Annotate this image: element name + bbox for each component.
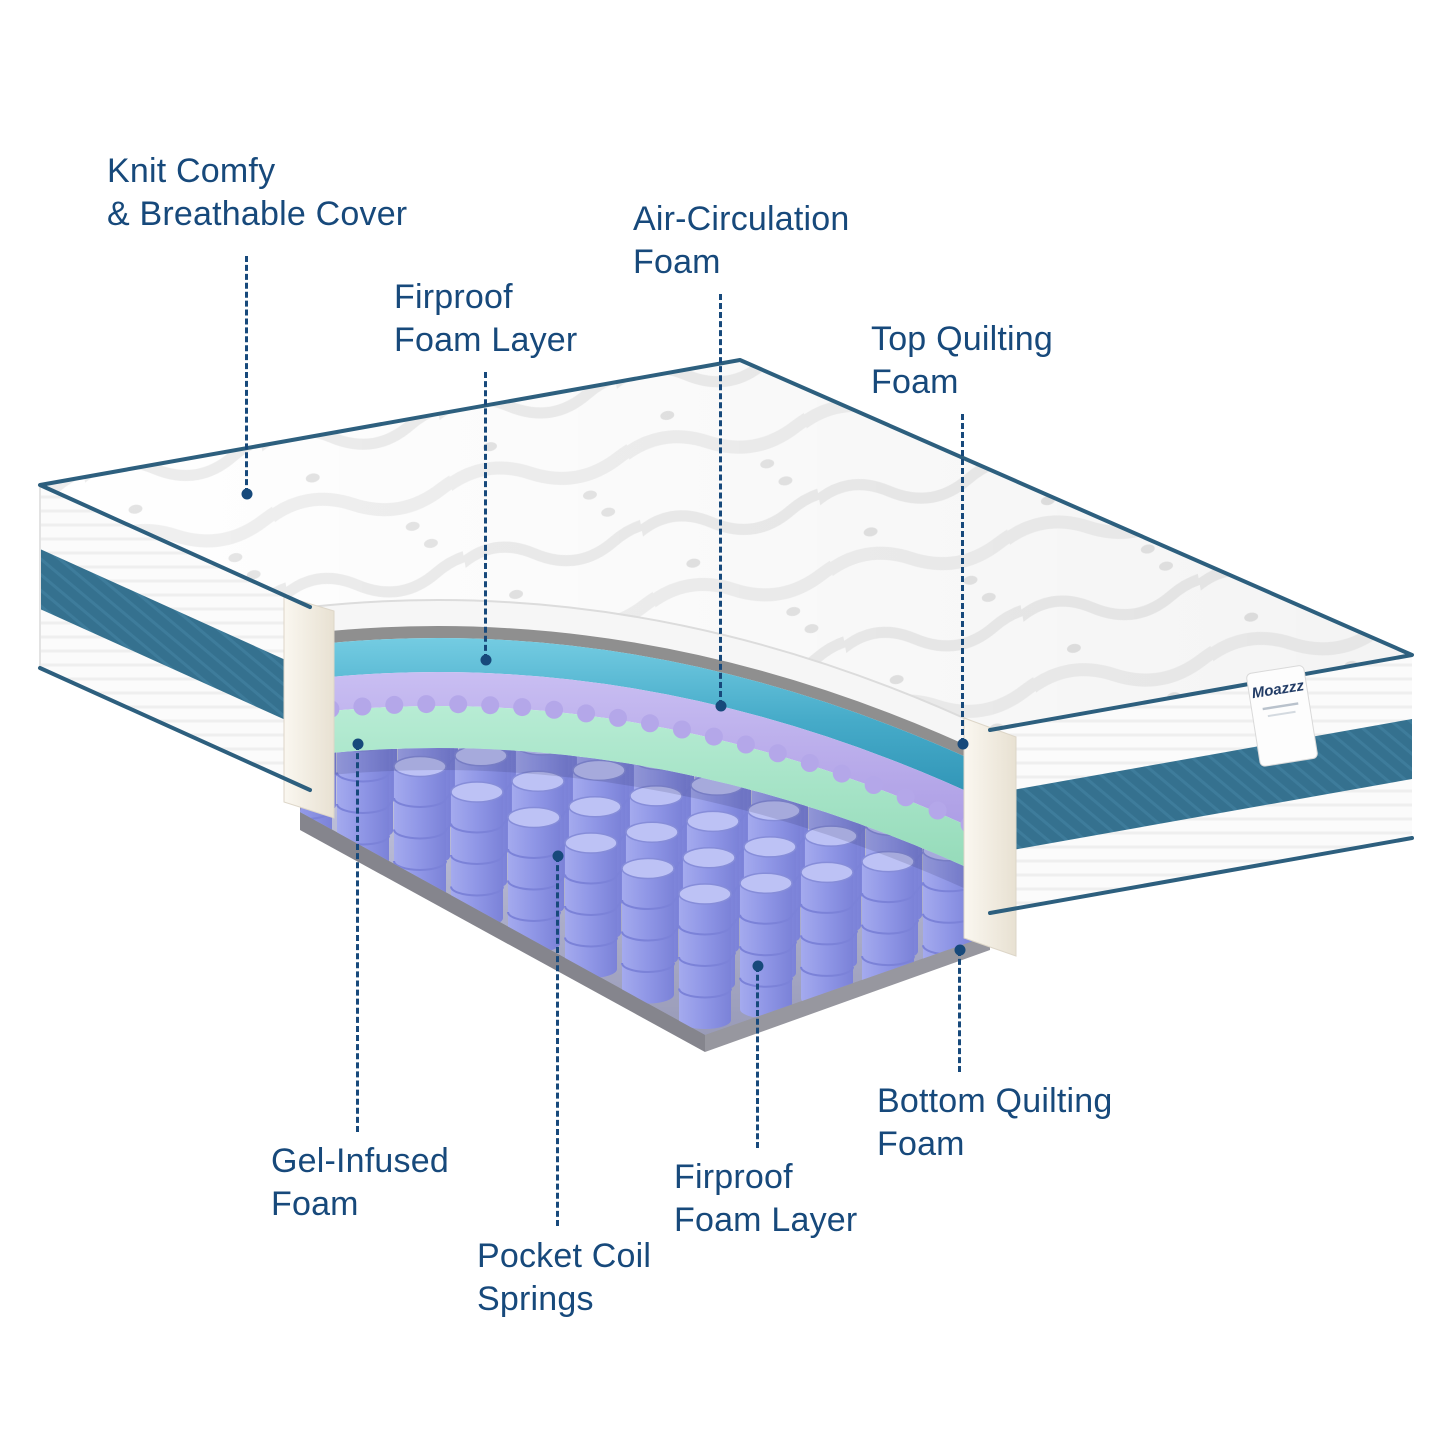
- leader-dot-air-circulation-foam: [715, 700, 727, 712]
- pocket-coil: [507, 806, 561, 953]
- fireproof-foam-band: [310, 638, 990, 802]
- pocket-coil: [621, 857, 675, 1004]
- label-text-line: Firproof: [394, 278, 513, 316]
- mattress-side-left: [40, 485, 310, 790]
- foam-overhang-shadow: [310, 748, 990, 900]
- label-text-line: Air-Circulation: [633, 200, 850, 238]
- foam-underside-edge: [310, 626, 990, 768]
- label-text-line: Pocket Coil: [477, 1237, 652, 1275]
- leader-dot-fireproof-foam-top: [480, 654, 492, 666]
- cut-foam-pillar-left: [283, 595, 335, 819]
- mattress-top-cover: [40, 360, 1412, 730]
- brand-tag: Moazzz: [1246, 665, 1318, 767]
- convoluted-foam-bumps: [321, 695, 979, 834]
- pocket-coil: [450, 781, 504, 927]
- leader-line-bottom-quilting-foam: [958, 950, 961, 1072]
- leader-dot-pocket-coil-springs: [552, 850, 564, 862]
- label-top-quilting-foam: Top Quilting Foam: [871, 318, 1053, 404]
- label-fireproof-foam-top: Firproof Foam Layer: [394, 276, 577, 362]
- top-quilting-foam-band: [310, 600, 990, 756]
- label-text-line: Foam Layer: [394, 321, 578, 359]
- label-text-line: Foam: [271, 1185, 359, 1223]
- cut-face-layers: [309, 599, 991, 878]
- label-text-line: Gel-Infused: [271, 1142, 449, 1180]
- pocket-coil: [393, 755, 447, 902]
- label-text-line: Foam: [633, 243, 721, 281]
- air-circulation-foam-band: [310, 672, 990, 836]
- pocket-coil: [678, 883, 732, 1029]
- label-gel-infused-foam: Gel-Infused Foam: [271, 1140, 449, 1226]
- leader-line-top-quilting-foam: [961, 414, 964, 744]
- label-text-line: Foam: [871, 363, 959, 401]
- label-text-line: Springs: [477, 1280, 594, 1318]
- label-air-circulation-foam: Air-Circulation Foam: [633, 198, 850, 284]
- pocket-coil: [739, 872, 793, 1019]
- label-text-line: Top Quilting: [871, 320, 1053, 358]
- leader-dot-bottom-quilting-foam: [954, 944, 966, 956]
- leader-dot-knit-cover: [241, 488, 253, 500]
- leader-line-air-circulation-foam: [719, 294, 722, 706]
- cut-edge-seam: [309, 599, 991, 731]
- leader-dot-top-quilting-foam: [957, 738, 969, 750]
- cut-foam-pillar-right: [963, 717, 1017, 957]
- pocket-coil: [861, 850, 915, 997]
- label-fireproof-foam-bottom: Firproof Foam Layer: [674, 1156, 857, 1242]
- side-band-left: [40, 549, 310, 731]
- leader-line-gel-infused-foam: [356, 744, 359, 1132]
- leader-line-pocket-coil-springs: [556, 856, 559, 1226]
- pocket-coil: [800, 861, 854, 1008]
- label-bottom-quilting-foam: Bottom Quilting Foam: [877, 1080, 1112, 1166]
- leader-dot-fireproof-foam-bottom: [752, 960, 764, 972]
- pocket-coil: [564, 832, 618, 978]
- label-text-line: Firproof: [674, 1158, 793, 1196]
- leader-dot-gel-infused-foam: [352, 738, 364, 750]
- label-text-line: Knit Comfy: [107, 152, 276, 190]
- label-text-line: Foam Layer: [674, 1201, 858, 1239]
- label-knit-cover: Knit Comfy & Breathable Cover: [107, 150, 407, 236]
- label-text-line: Bottom Quilting: [877, 1082, 1113, 1120]
- label-text-line: Foam: [877, 1125, 965, 1163]
- leader-line-knit-cover: [245, 256, 248, 494]
- label-text-line: & Breathable Cover: [107, 195, 408, 233]
- label-pocket-coil-springs: Pocket Coil Springs: [477, 1235, 651, 1321]
- leader-line-fireproof-foam-top: [484, 372, 487, 660]
- gel-infused-foam-band: [310, 706, 990, 878]
- leader-line-fireproof-foam-bottom: [756, 966, 759, 1148]
